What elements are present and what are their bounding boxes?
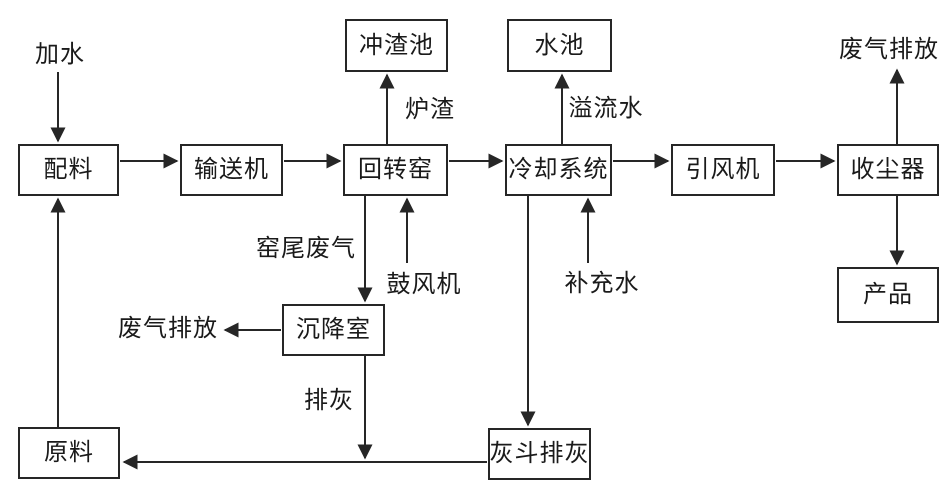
- node-shusongji: 输送机: [180, 144, 283, 196]
- flow-label-feiqi-paifang-top: 废气排放: [837, 37, 941, 63]
- flow-label-yiliushui: 溢流水: [566, 96, 646, 122]
- flow-label-luzha: 炉渣: [403, 97, 457, 123]
- node-chanpin: 产品: [837, 267, 939, 323]
- node-yuanliao: 原料: [18, 427, 120, 479]
- node-shouchenqi: 收尘器: [837, 144, 939, 196]
- node-huizhuanyao-label: 回转窑: [358, 157, 433, 183]
- node-peiliao-label: 配料: [43, 157, 94, 183]
- node-chongzhachi: 冲渣池: [345, 19, 448, 72]
- node-lengquexitong: 冷却系统: [505, 144, 612, 196]
- node-shuichi: 水池: [507, 19, 612, 72]
- node-shusongji-label: 输送机: [194, 157, 269, 183]
- node-chongzhachi-label: 冲渣池: [359, 32, 434, 59]
- node-peiliao: 配料: [18, 144, 119, 196]
- flow-label-feiqi-paifang-left: 废气排放: [116, 316, 220, 342]
- flow-label-gufengji: 鼓风机: [384, 272, 464, 298]
- node-shuichi-label: 水池: [534, 32, 585, 59]
- node-yinfengji: 引风机: [671, 144, 775, 196]
- node-chanpin-label: 产品: [863, 282, 913, 308]
- node-lengquexitong-label: 冷却系统: [508, 157, 609, 183]
- node-chenjiangshi: 沉降室: [282, 304, 385, 356]
- node-shouchenqi-label: 收尘器: [850, 157, 926, 183]
- node-huizhuanyao: 回转窑: [343, 144, 448, 196]
- node-yinfengji-label: 引风机: [685, 157, 761, 183]
- flow-label-jiashui: 加水: [33, 42, 87, 68]
- flow-label-buchongshui: 补充水: [562, 271, 642, 297]
- flow-label-paihui: 排灰: [302, 388, 356, 414]
- node-huidoupaihui: 灰斗排灰: [488, 428, 591, 480]
- node-chenjiangshi-label: 沉降室: [296, 317, 371, 343]
- node-huidoupaihui-label: 灰斗排灰: [489, 441, 590, 467]
- node-yuanliao-label: 原料: [44, 440, 94, 466]
- flow-label-yaowei-feiqi: 窑尾废气: [254, 236, 358, 262]
